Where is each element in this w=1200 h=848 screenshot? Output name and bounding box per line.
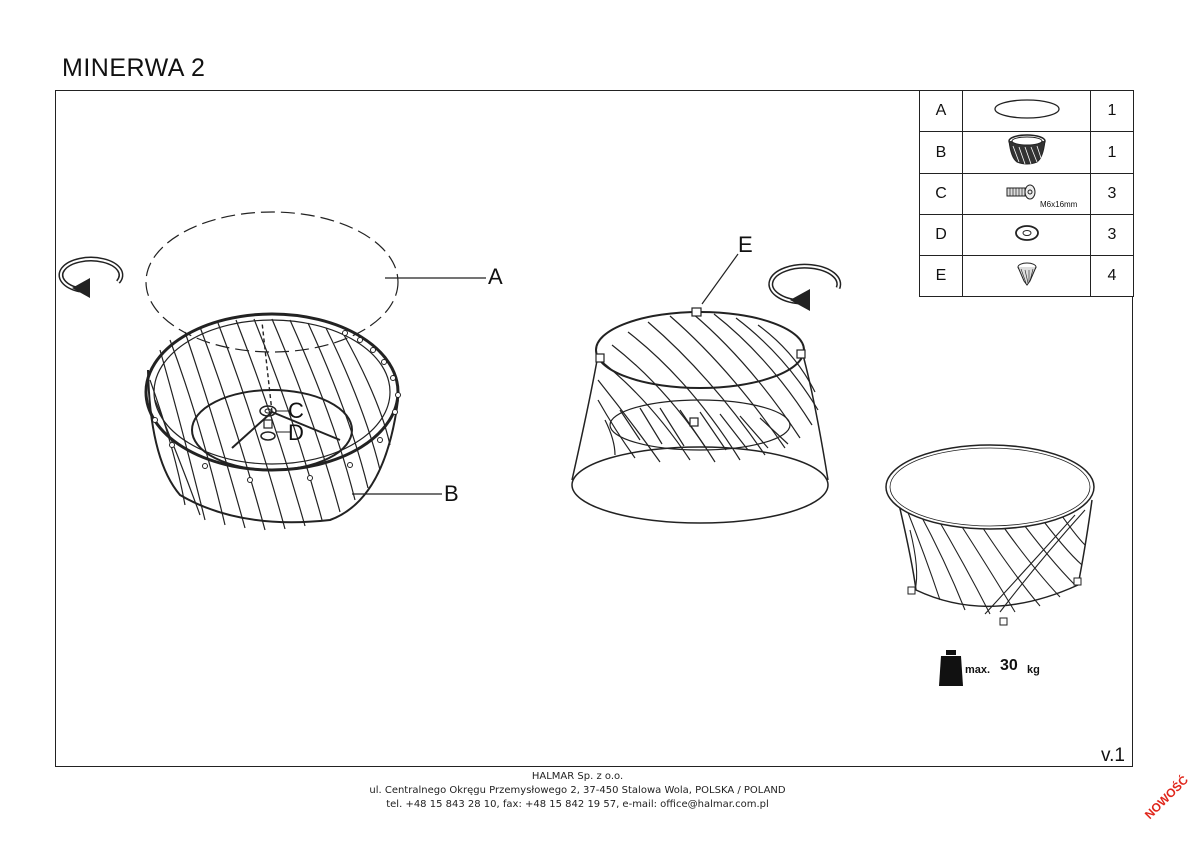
page-title: MINERWA 2 xyxy=(62,54,206,82)
footer-company: HALMAR Sp. z o.o. xyxy=(531,771,624,782)
part-qty: 1 xyxy=(1090,131,1134,174)
parts-row-a: A 1 xyxy=(919,90,1134,132)
footer-contact: tel. +48 15 843 28 10, fax: +48 15 842 1… xyxy=(386,799,769,810)
parts-row-c: C M6x16mm 3 xyxy=(919,173,1134,215)
glass-top-icon xyxy=(962,90,1091,132)
callout-a: A xyxy=(488,264,503,289)
part-qty: 3 xyxy=(1090,214,1134,256)
part-letter: C xyxy=(919,173,963,215)
glass-top-outline xyxy=(145,211,399,353)
leader-e xyxy=(701,253,739,305)
wire-frame-base-icon xyxy=(962,131,1091,174)
bolt-spec: M6x16mm xyxy=(1040,200,1078,209)
callout-d: D xyxy=(288,420,304,445)
part-qty: 1 xyxy=(1090,90,1134,132)
parts-row-d: D 3 xyxy=(919,214,1134,256)
parts-list-table: A 1 B 1 C M6x16mm 3 xyxy=(919,90,1134,297)
callout-c: C xyxy=(288,398,304,423)
part-letter: D xyxy=(919,214,963,256)
callout-b: B xyxy=(444,481,459,506)
finished-table-view xyxy=(885,444,1095,626)
version-label: v.1 xyxy=(1101,745,1125,766)
company-footer: HALMAR Sp. z o.o. ul. Centralnego Okręgu… xyxy=(0,770,1155,812)
inverted-frame-view xyxy=(571,253,829,524)
exploded-assembly-view xyxy=(144,211,486,531)
parts-row-b: B 1 xyxy=(919,131,1134,174)
part-letter: E xyxy=(919,255,963,297)
rotate-arrow-icon-2 xyxy=(768,263,842,311)
part-letter: A xyxy=(919,90,963,132)
weight-limit-value: 30 xyxy=(1000,657,1018,674)
weight-limit-prefix: max. xyxy=(965,664,991,676)
rotate-arrow-icon xyxy=(58,256,124,298)
drawing-frame xyxy=(55,90,1133,767)
part-qty: 3 xyxy=(1090,173,1134,215)
part-letter: B xyxy=(919,131,963,174)
parts-row-e: E 4 xyxy=(919,255,1134,297)
washer-icon xyxy=(962,214,1091,256)
part-qty: 4 xyxy=(1090,255,1134,297)
footer-address: ul. Centralnego Okręgu Przemysłowego 2, … xyxy=(369,785,786,796)
bolt-icon: M6x16mm xyxy=(962,173,1091,215)
weight-icon xyxy=(939,650,963,686)
callout-e: E xyxy=(738,232,753,257)
foot-pad-icon xyxy=(962,255,1091,297)
weight-limit-unit: kg xyxy=(1027,664,1040,676)
frame-bottom-ring xyxy=(191,389,353,471)
